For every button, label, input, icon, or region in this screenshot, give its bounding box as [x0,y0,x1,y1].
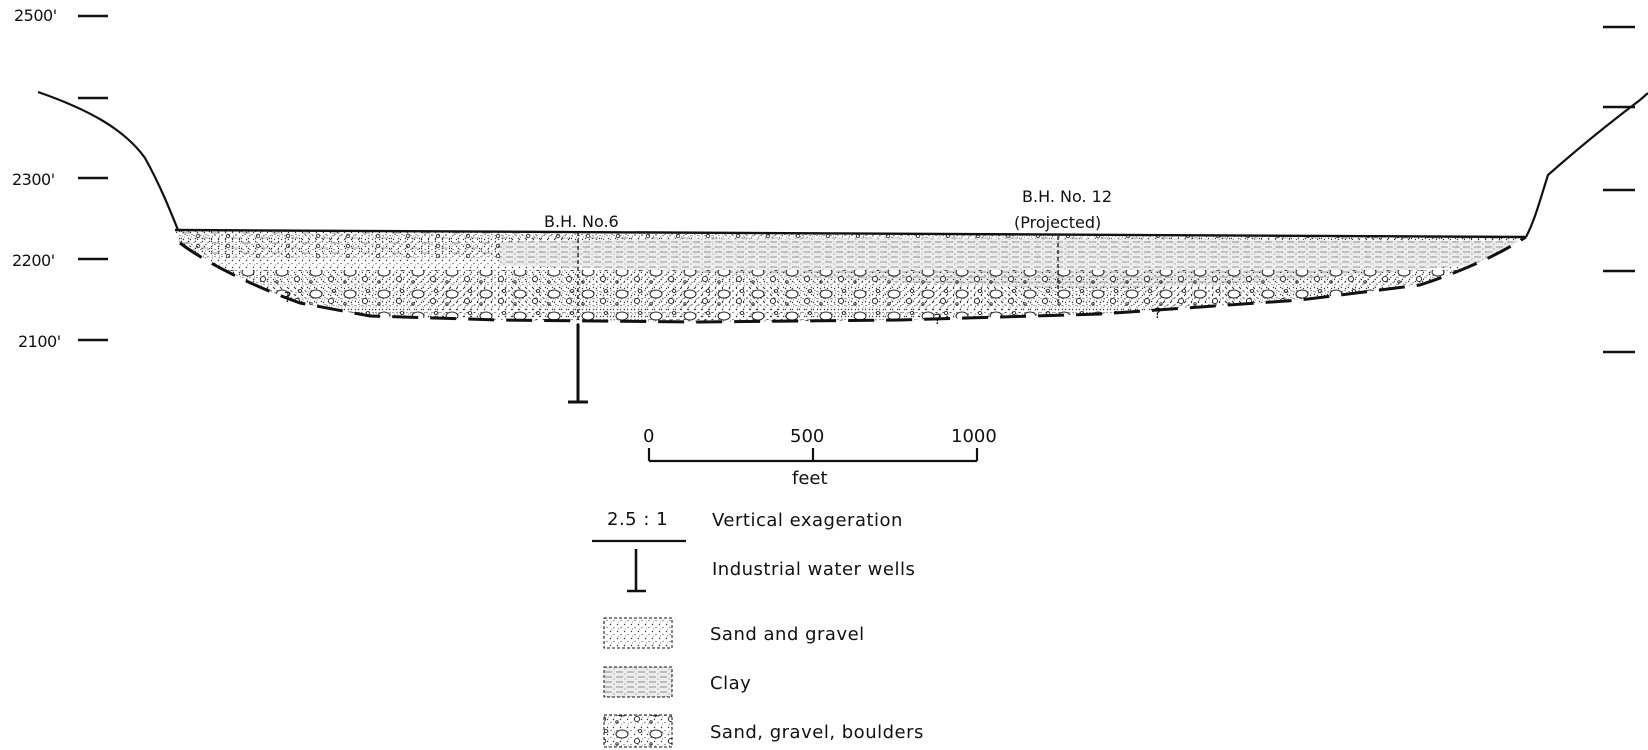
svg-text:?: ? [284,290,291,306]
scale-bar [649,448,977,461]
svg-text:?: ? [1154,306,1161,322]
vertical-exaggeration-label: Vertical exageration [712,510,903,531]
borehole-12-label: B.H. No. 12 [1022,187,1112,206]
borehole-12-projected-note: (Projected) [1014,213,1101,232]
elevation-label-2100: 2100' [18,332,61,351]
scale-tick-0: 0 [643,426,654,447]
valley-fill [170,225,1530,335]
sand-gravel-boulders-label: Sand, gravel, boulders [710,722,924,743]
left-valley-wall [38,92,178,230]
borehole-6-label: B.H. No.6 [544,212,619,231]
elevation-label-2300: 2300' [12,170,55,189]
elevation-label-2500: 2500' [14,6,57,25]
industrial-wells-label: Industrial water wells [712,559,915,580]
right-elevation-ticks [1603,27,1635,352]
scale-tick-1000: 1000 [951,426,997,447]
clay-label: Clay [710,673,751,694]
scale-unit: feet [792,468,828,489]
well-legend-symbol [627,549,646,591]
vertical-exaggeration-ratio: 2.5 : 1 [607,509,668,530]
svg-text:?: ? [934,312,941,328]
elevation-label-2200: 2200' [12,251,55,270]
scale-tick-500: 500 [790,426,824,447]
clay-swatch [604,667,672,697]
sand-gravel-boulders-swatch [604,715,672,747]
right-valley-wall [1526,93,1648,237]
left-elevation-ticks [78,16,108,340]
sand-gravel-label: Sand and gravel [710,624,865,645]
sand-gravel-swatch [604,618,672,648]
